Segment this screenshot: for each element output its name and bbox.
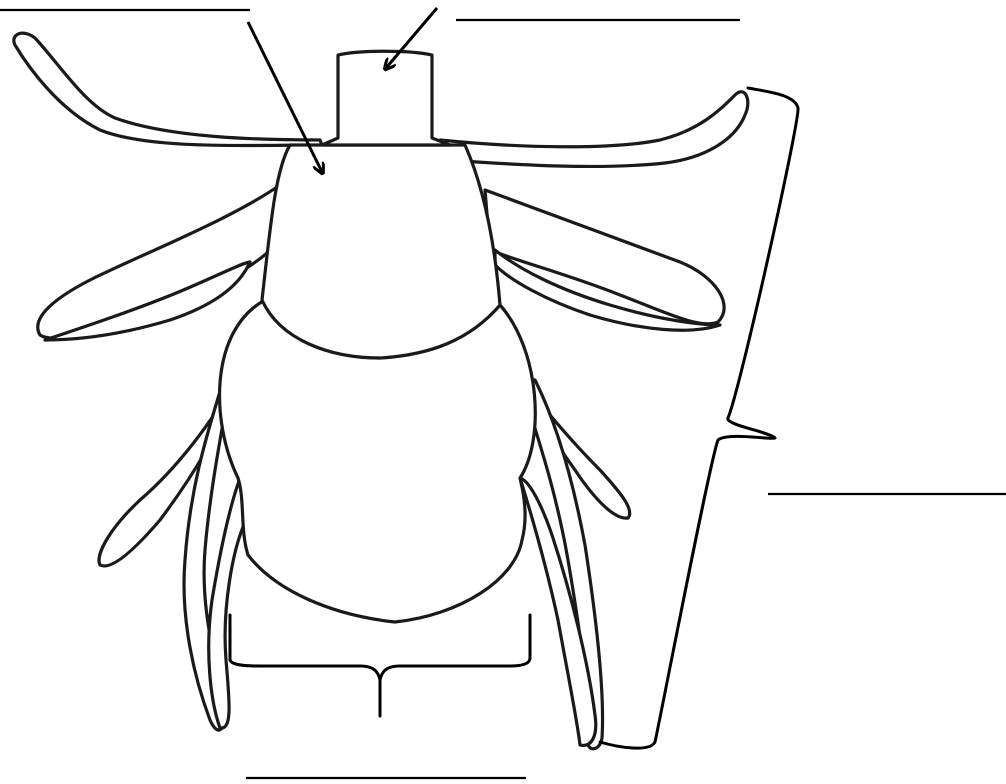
arrow-to-scutum [248,22,322,172]
label-right-middle [768,478,1006,494]
tick-scutum [262,145,500,358]
leg-front-left [14,33,322,145]
label-bottom-center [246,762,526,778]
label-top-left [0,0,250,10]
bracket-right [600,88,798,748]
leg-front-right [440,92,748,167]
tick-capitulum [322,51,450,145]
bracket-bottom [230,615,530,716]
label-top-right [456,4,740,20]
leg-rear-inner-left [209,478,246,728]
